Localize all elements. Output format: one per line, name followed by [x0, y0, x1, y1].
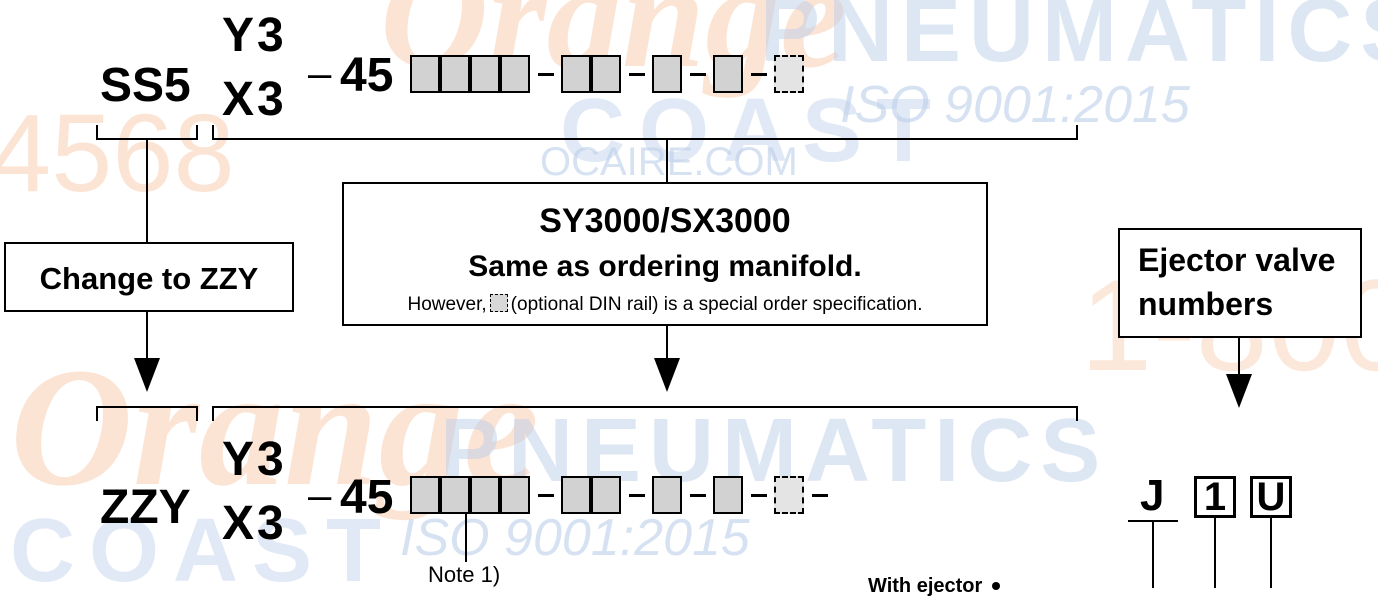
- top-bracket-left-r: [196, 125, 198, 140]
- bottom-sep-3: [690, 494, 706, 497]
- center-box: SY3000/SX3000 Same as ordering manifold.…: [342, 182, 988, 326]
- ejector-box: Ejector valve numbers: [1118, 228, 1362, 338]
- top-bracket-left: [96, 138, 198, 140]
- ejector-connector: [1238, 338, 1240, 374]
- bottom-field-1: [410, 476, 440, 514]
- bottom-bracket-left-l: [96, 406, 98, 421]
- bottom-suffix-j: J: [1140, 471, 1165, 520]
- bottom-field-6: [591, 476, 621, 514]
- bottom-field-2: [440, 476, 470, 514]
- watermark-site: OCAIRE.COM: [540, 140, 798, 184]
- center-box-note-before: However,: [407, 294, 487, 315]
- top-field-6: [591, 55, 621, 93]
- center-arrow: [654, 358, 680, 392]
- suffix-j-underline: [1128, 520, 1178, 522]
- bottom-note: Note 1): [428, 562, 501, 587]
- bottom-bracket-right-l: [212, 406, 214, 421]
- center-box-note: However, (optional DIN rail) is a special…: [344, 294, 986, 316]
- watermark-iso-top: ISO 9001:2015: [840, 76, 1190, 134]
- bottom-field-5: [561, 476, 591, 514]
- bottom-suffix-u: U: [1250, 476, 1292, 518]
- top-dash: –: [308, 49, 332, 96]
- top-field-8: [713, 55, 743, 93]
- bottom-field-8: [713, 476, 743, 514]
- bottom-sep-1: [538, 494, 554, 497]
- bottom-bracket-left-r: [196, 406, 198, 421]
- bottom-sep-4: [751, 494, 767, 497]
- bottom-series-y: Y3: [222, 433, 287, 486]
- bottom-bracket-right-r: [1076, 406, 1078, 421]
- top-sep-1: [538, 73, 554, 76]
- bottom-field-3: [470, 476, 500, 514]
- top-field-7: [652, 55, 682, 93]
- bottom-sep-2: [629, 494, 645, 497]
- suffix-1-leader: [1214, 518, 1216, 588]
- top-prefix: SS5: [100, 59, 191, 112]
- ejector-box-line1: Ejector valve: [1138, 242, 1336, 278]
- bottom-series-x: X3: [222, 497, 287, 550]
- top-bracket-right-r: [1076, 125, 1078, 140]
- bottom-field-4: [500, 476, 530, 514]
- bullet-icon: [991, 582, 1000, 590]
- bottom-dash: –: [308, 471, 332, 518]
- ejector-box-line2: numbers: [1138, 286, 1274, 322]
- watermark-coast-top: COAST: [560, 81, 945, 181]
- ejector-arrow: [1226, 374, 1252, 408]
- top-field-4: [500, 55, 530, 93]
- bottom-suffix-1: 1: [1194, 476, 1236, 518]
- top-series-x: X3: [222, 73, 287, 126]
- top-bracket-left-l: [96, 125, 98, 140]
- top-field-5: [561, 55, 591, 93]
- bottom-field-din: [774, 476, 804, 514]
- bottom-code: 45: [340, 471, 394, 524]
- suffix-j-leader: [1152, 522, 1154, 588]
- bottom-bracket-right: [212, 406, 1078, 408]
- center-box-note-after: (optional DIN rail) is a special order s…: [510, 294, 923, 315]
- top-field-3: [470, 55, 500, 93]
- change-box-label: Change to ZZY: [39, 261, 259, 296]
- top-field-1: [410, 55, 440, 93]
- bottom-bracket-left: [96, 406, 198, 408]
- change-box: Change to ZZY: [4, 242, 294, 312]
- ejector-caption: With ejector: [868, 575, 1000, 598]
- watermark-pneumatics-top: PNEUMATICS: [760, 0, 1378, 81]
- center-connector-bottom: [666, 326, 668, 358]
- bottom-sep-5: [812, 494, 828, 497]
- watermark-iso-bottom: ISO 9001:2015: [400, 509, 750, 567]
- bottom-prefix: ZZY: [100, 481, 191, 534]
- center-connector-top: [666, 140, 668, 182]
- left-connector-bottom: [146, 312, 148, 358]
- din-rail-icon: [489, 294, 508, 312]
- top-bracket-right-l: [212, 125, 214, 140]
- ejector-caption-text: With ejector: [868, 575, 983, 597]
- top-series-y: Y3: [222, 9, 287, 62]
- top-field-din: [774, 55, 804, 93]
- center-box-subtitle: Same as ordering manifold.: [468, 250, 862, 283]
- suffix-u-leader: [1270, 518, 1272, 588]
- top-sep-4: [751, 73, 767, 76]
- top-field-2: [440, 55, 470, 93]
- left-connector-top: [146, 140, 148, 242]
- note-leader: [465, 514, 467, 562]
- bottom-field-7: [652, 476, 682, 514]
- center-box-title: SY3000/SX3000: [539, 202, 791, 240]
- left-arrow: [134, 358, 160, 392]
- top-sep-3: [690, 73, 706, 76]
- top-code: 45: [340, 49, 394, 102]
- top-bracket-right: [212, 138, 1078, 140]
- top-sep-2: [629, 73, 645, 76]
